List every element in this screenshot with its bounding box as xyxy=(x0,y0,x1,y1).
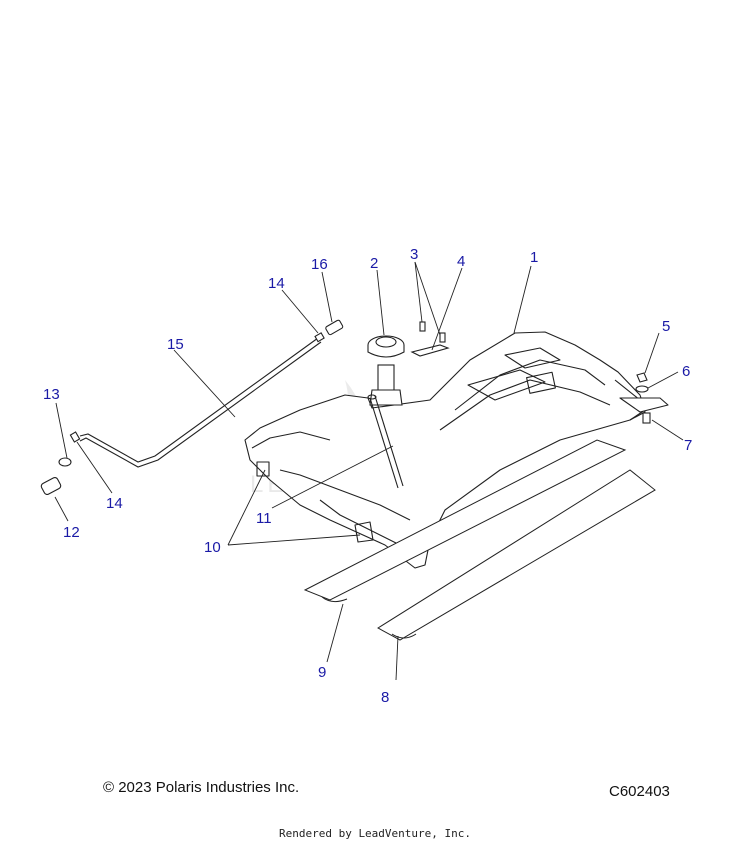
callout-2: 2 xyxy=(370,255,378,272)
fuel-cap xyxy=(367,335,405,406)
fuel-line-fittings xyxy=(40,319,344,496)
fuel-tank xyxy=(244,331,669,569)
fuel-line xyxy=(79,337,322,468)
callout-14-upper: 14 xyxy=(268,275,285,292)
copyright-text: © 2023 Polaris Industries Inc. xyxy=(103,779,300,796)
callout-6: 6 xyxy=(682,363,690,380)
callout-13: 13 xyxy=(43,386,60,403)
vent-tube xyxy=(367,394,404,489)
callout-1: 1 xyxy=(530,249,538,266)
retainer-bracket xyxy=(410,321,450,357)
callout-12: 12 xyxy=(63,524,80,541)
callout-8: 8 xyxy=(381,689,389,706)
callout-3: 3 xyxy=(410,246,418,263)
callout-7: 7 xyxy=(684,437,692,454)
callout-11: 11 xyxy=(256,510,272,527)
rendered-by-text: Rendered by LeadVenture, Inc. xyxy=(278,827,472,840)
leader-lines xyxy=(54,261,684,681)
mounting-hardware xyxy=(635,372,651,424)
callout-15: 15 xyxy=(167,336,184,353)
callout-numbers: 1 2 3 4 5 6 7 8 9 10 11 12 13 14 14 15 1… xyxy=(43,246,692,706)
callout-9: 9 xyxy=(318,664,326,681)
callout-5: 5 xyxy=(662,318,670,335)
tank-pads xyxy=(303,439,656,641)
callout-10: 10 xyxy=(204,539,221,556)
figure-code: C602403 xyxy=(609,783,670,800)
callout-16: 16 xyxy=(311,256,328,273)
callout-14-lower: 14 xyxy=(106,495,123,512)
callout-4: 4 xyxy=(457,253,465,270)
